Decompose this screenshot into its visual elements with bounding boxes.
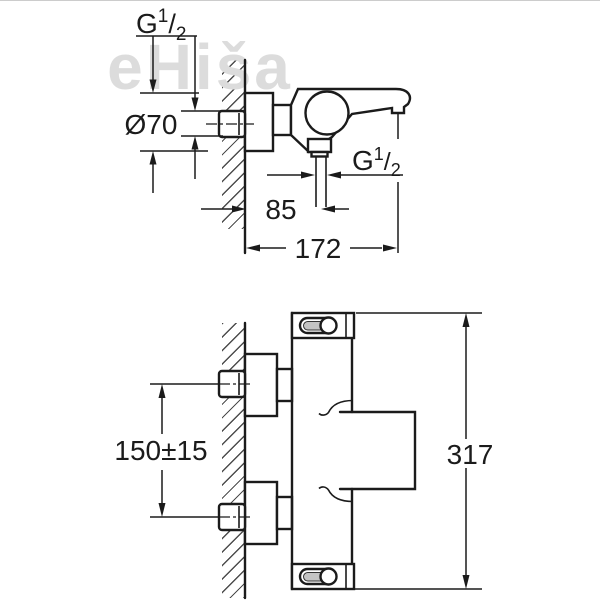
front-view-drawing [150, 311, 417, 600]
side-view-drawing [206, 58, 412, 255]
escutcheon-diameter-label: Ø70 [125, 109, 178, 140]
dim-150-label: 150±15 [114, 435, 207, 466]
top-handle-knob [319, 316, 338, 335]
side-view-dimensions: G1/2 Ø70 G1/2 [125, 6, 403, 264]
body-neck [271, 103, 293, 137]
dim-172-label: 172 [295, 233, 342, 264]
lower-escutcheon [243, 480, 279, 546]
dim-85-label: 85 [265, 194, 296, 225]
thermostat-knob [304, 90, 350, 136]
wall-thread-label: G1/2 [136, 6, 186, 45]
bottom-handle-knob [319, 567, 338, 586]
wall-hatch-side-view [222, 60, 245, 229]
escutcheon [243, 91, 275, 153]
shower-outlet-fitting [306, 137, 333, 154]
spout [338, 410, 417, 491]
watermark-text: eHiša [107, 31, 293, 103]
shower-thread-label: G1/2 [352, 144, 401, 180]
front-view-dimensions: 150±15 317 [114, 312, 494, 590]
upper-escutcheon [243, 352, 279, 418]
dim-317-label: 317 [447, 439, 494, 470]
